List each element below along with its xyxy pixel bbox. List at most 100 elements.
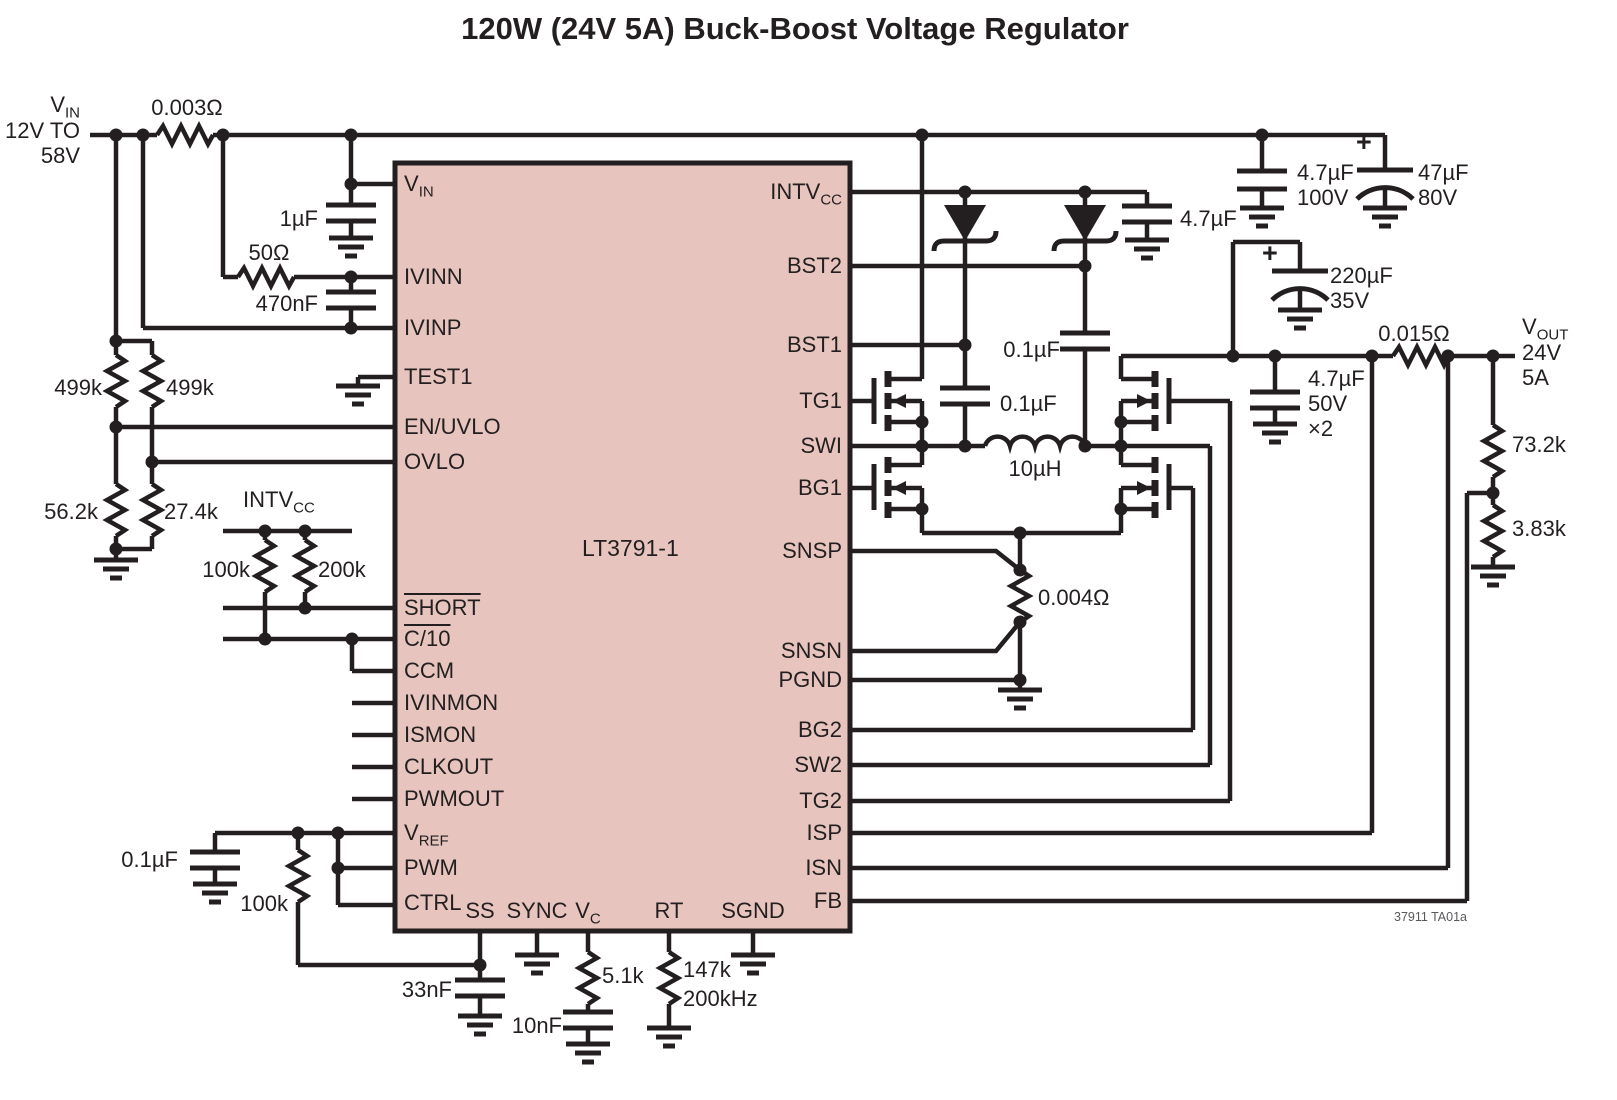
pin-ivinmon: IVINMON — [404, 690, 499, 715]
label-c-bst2: 0.1µF — [1003, 337, 1060, 362]
vin-terminal-label: VIN 12V TO 58V — [4, 92, 80, 169]
pin-sgnd: SGND — [721, 898, 785, 923]
pin-sw2: SW2 — [794, 752, 842, 777]
pin-pwmout: PWMOUT — [404, 786, 505, 811]
cap-intvcc — [1122, 203, 1172, 225]
resistors — [102, 120, 1507, 1006]
cap-out-bulk — [1270, 268, 1330, 302]
junction-dots — [109, 128, 1500, 972]
label-c-out-ceramic-v: 50V — [1308, 391, 1348, 416]
resistor-0003 — [155, 120, 215, 150]
label-c-470nf: 470nF — [255, 291, 318, 316]
label-c-in-bulk: 47µF — [1418, 160, 1469, 185]
pin-ivinn: IVINN — [404, 264, 463, 289]
pin-ctrl: CTRL — [404, 890, 462, 915]
cap-bst2 — [1060, 330, 1110, 352]
diode-bst1 — [931, 205, 999, 252]
label-r-499k-b: 499k — [166, 375, 214, 400]
label-r-562k: 56.2k — [44, 499, 98, 524]
resistor-147k — [655, 950, 683, 1006]
ic-body — [392, 160, 853, 934]
resistor-100k-ctrl — [284, 848, 312, 904]
pin-sync: SYNC — [506, 898, 568, 923]
resistor-383k — [1479, 503, 1507, 559]
wires — [90, 132, 1515, 1042]
mosfet-bg1 — [871, 457, 906, 518]
pin-pgnd: PGND — [778, 667, 842, 692]
label-c-out-ceramic-qty: ×2 — [1308, 416, 1334, 441]
cap-470nf — [326, 289, 376, 311]
pin-swi: SWI — [800, 433, 842, 458]
inductor-10uh — [982, 434, 1088, 455]
pin-bst1: BST1 — [786, 332, 842, 357]
label-c-ss: 33nF — [401, 977, 452, 1002]
pin-isp: ISP — [806, 820, 842, 845]
pin-test1: TEST1 — [404, 364, 473, 389]
pin-short: SHORT — [404, 595, 481, 620]
pin-vc: VC — [575, 898, 601, 928]
label-r-200k-pullup: 200k — [318, 557, 366, 582]
resistor-499k-b — [138, 353, 166, 409]
label-r-fb-top: 73.2k — [1512, 432, 1566, 457]
label-r-sense-out: 0.015Ω — [1378, 321, 1450, 346]
pin-bg2: BG2 — [797, 717, 842, 742]
resistor-0004 — [1006, 568, 1034, 624]
cap-vref — [190, 849, 240, 871]
pin-bst2: BST2 — [786, 253, 842, 278]
page-title: 120W (24V 5A) Buck-Boost Voltage Regulat… — [461, 11, 1129, 46]
pin-vref: VREF — [404, 820, 449, 850]
label-r-fb-bot: 3.83k — [1512, 516, 1566, 541]
plus-sign-220uf: + — [1262, 238, 1278, 268]
pin-ismon: ISMON — [404, 722, 477, 747]
mosfet-tg1 — [871, 371, 906, 431]
pin-clkout: CLKOUT — [404, 754, 494, 779]
pin-ss: SS — [465, 898, 495, 923]
cap-vc — [563, 1009, 613, 1031]
cap-ss — [455, 977, 505, 999]
pin-c10: C/10 — [404, 626, 451, 651]
pin-tg1: TG1 — [799, 388, 842, 413]
plus-sign-47uf: + — [1356, 127, 1372, 157]
label-c-out-bulk: 220µF — [1330, 263, 1393, 288]
label-c-bst1: 0.1µF — [1000, 391, 1057, 416]
cap-in-ceramic — [1237, 168, 1287, 192]
cap-1uf — [326, 202, 376, 224]
resistor-5k1 — [574, 950, 602, 1006]
resistor-0015 — [1391, 341, 1451, 371]
resistor-200k-pullup — [291, 538, 319, 594]
label-r-274k: 27.4k — [164, 499, 218, 524]
label-inductor: 10µH — [1008, 456, 1062, 481]
pin-isn: ISN — [805, 855, 842, 880]
label-intvcc-net: INTVCC — [243, 487, 315, 517]
pin-en-uvlo: EN/UVLO — [404, 414, 501, 439]
pin-rt: RT — [654, 898, 684, 923]
pin-snsp: SNSP — [782, 538, 842, 563]
pin-ovlo: OVLO — [404, 449, 466, 474]
pin-pwm: PWM — [404, 855, 458, 880]
label-c-1uf: 1µF — [279, 206, 318, 231]
label-c-intvcc: 4.7µF — [1180, 206, 1237, 231]
mosfet-tg2 — [1137, 371, 1172, 431]
resistor-562k — [102, 482, 130, 538]
resistor-100k-pullup — [251, 538, 279, 594]
label-c-out-bulk-v: 35V — [1330, 288, 1370, 313]
label-r-snsn: 0.004Ω — [1038, 585, 1110, 610]
mosfet-bg2 — [1137, 457, 1172, 518]
label-c-vc: 10nF — [511, 1013, 562, 1038]
cap-out-ceramic — [1250, 389, 1300, 411]
label-c-vref: 0.1µF — [121, 847, 178, 872]
pin-tg2: TG2 — [799, 788, 842, 813]
label-r-100k-ctrl: 100k — [240, 891, 288, 916]
label-rt-freq: 200kHz — [683, 986, 758, 1011]
pin-bg1: BG1 — [797, 475, 842, 500]
label-r-50: 50Ω — [248, 240, 290, 265]
pin-ccm: CCM — [404, 658, 455, 683]
cap-bst1 — [940, 385, 990, 407]
resistor-732k — [1479, 423, 1507, 479]
resistor-499k-a — [102, 353, 130, 409]
label-r-vc: 5.1k — [602, 963, 644, 988]
doc-code: 37911 TA01a — [1394, 910, 1467, 924]
cap-in-bulk — [1355, 167, 1415, 201]
diode-bst2 — [1051, 205, 1119, 252]
